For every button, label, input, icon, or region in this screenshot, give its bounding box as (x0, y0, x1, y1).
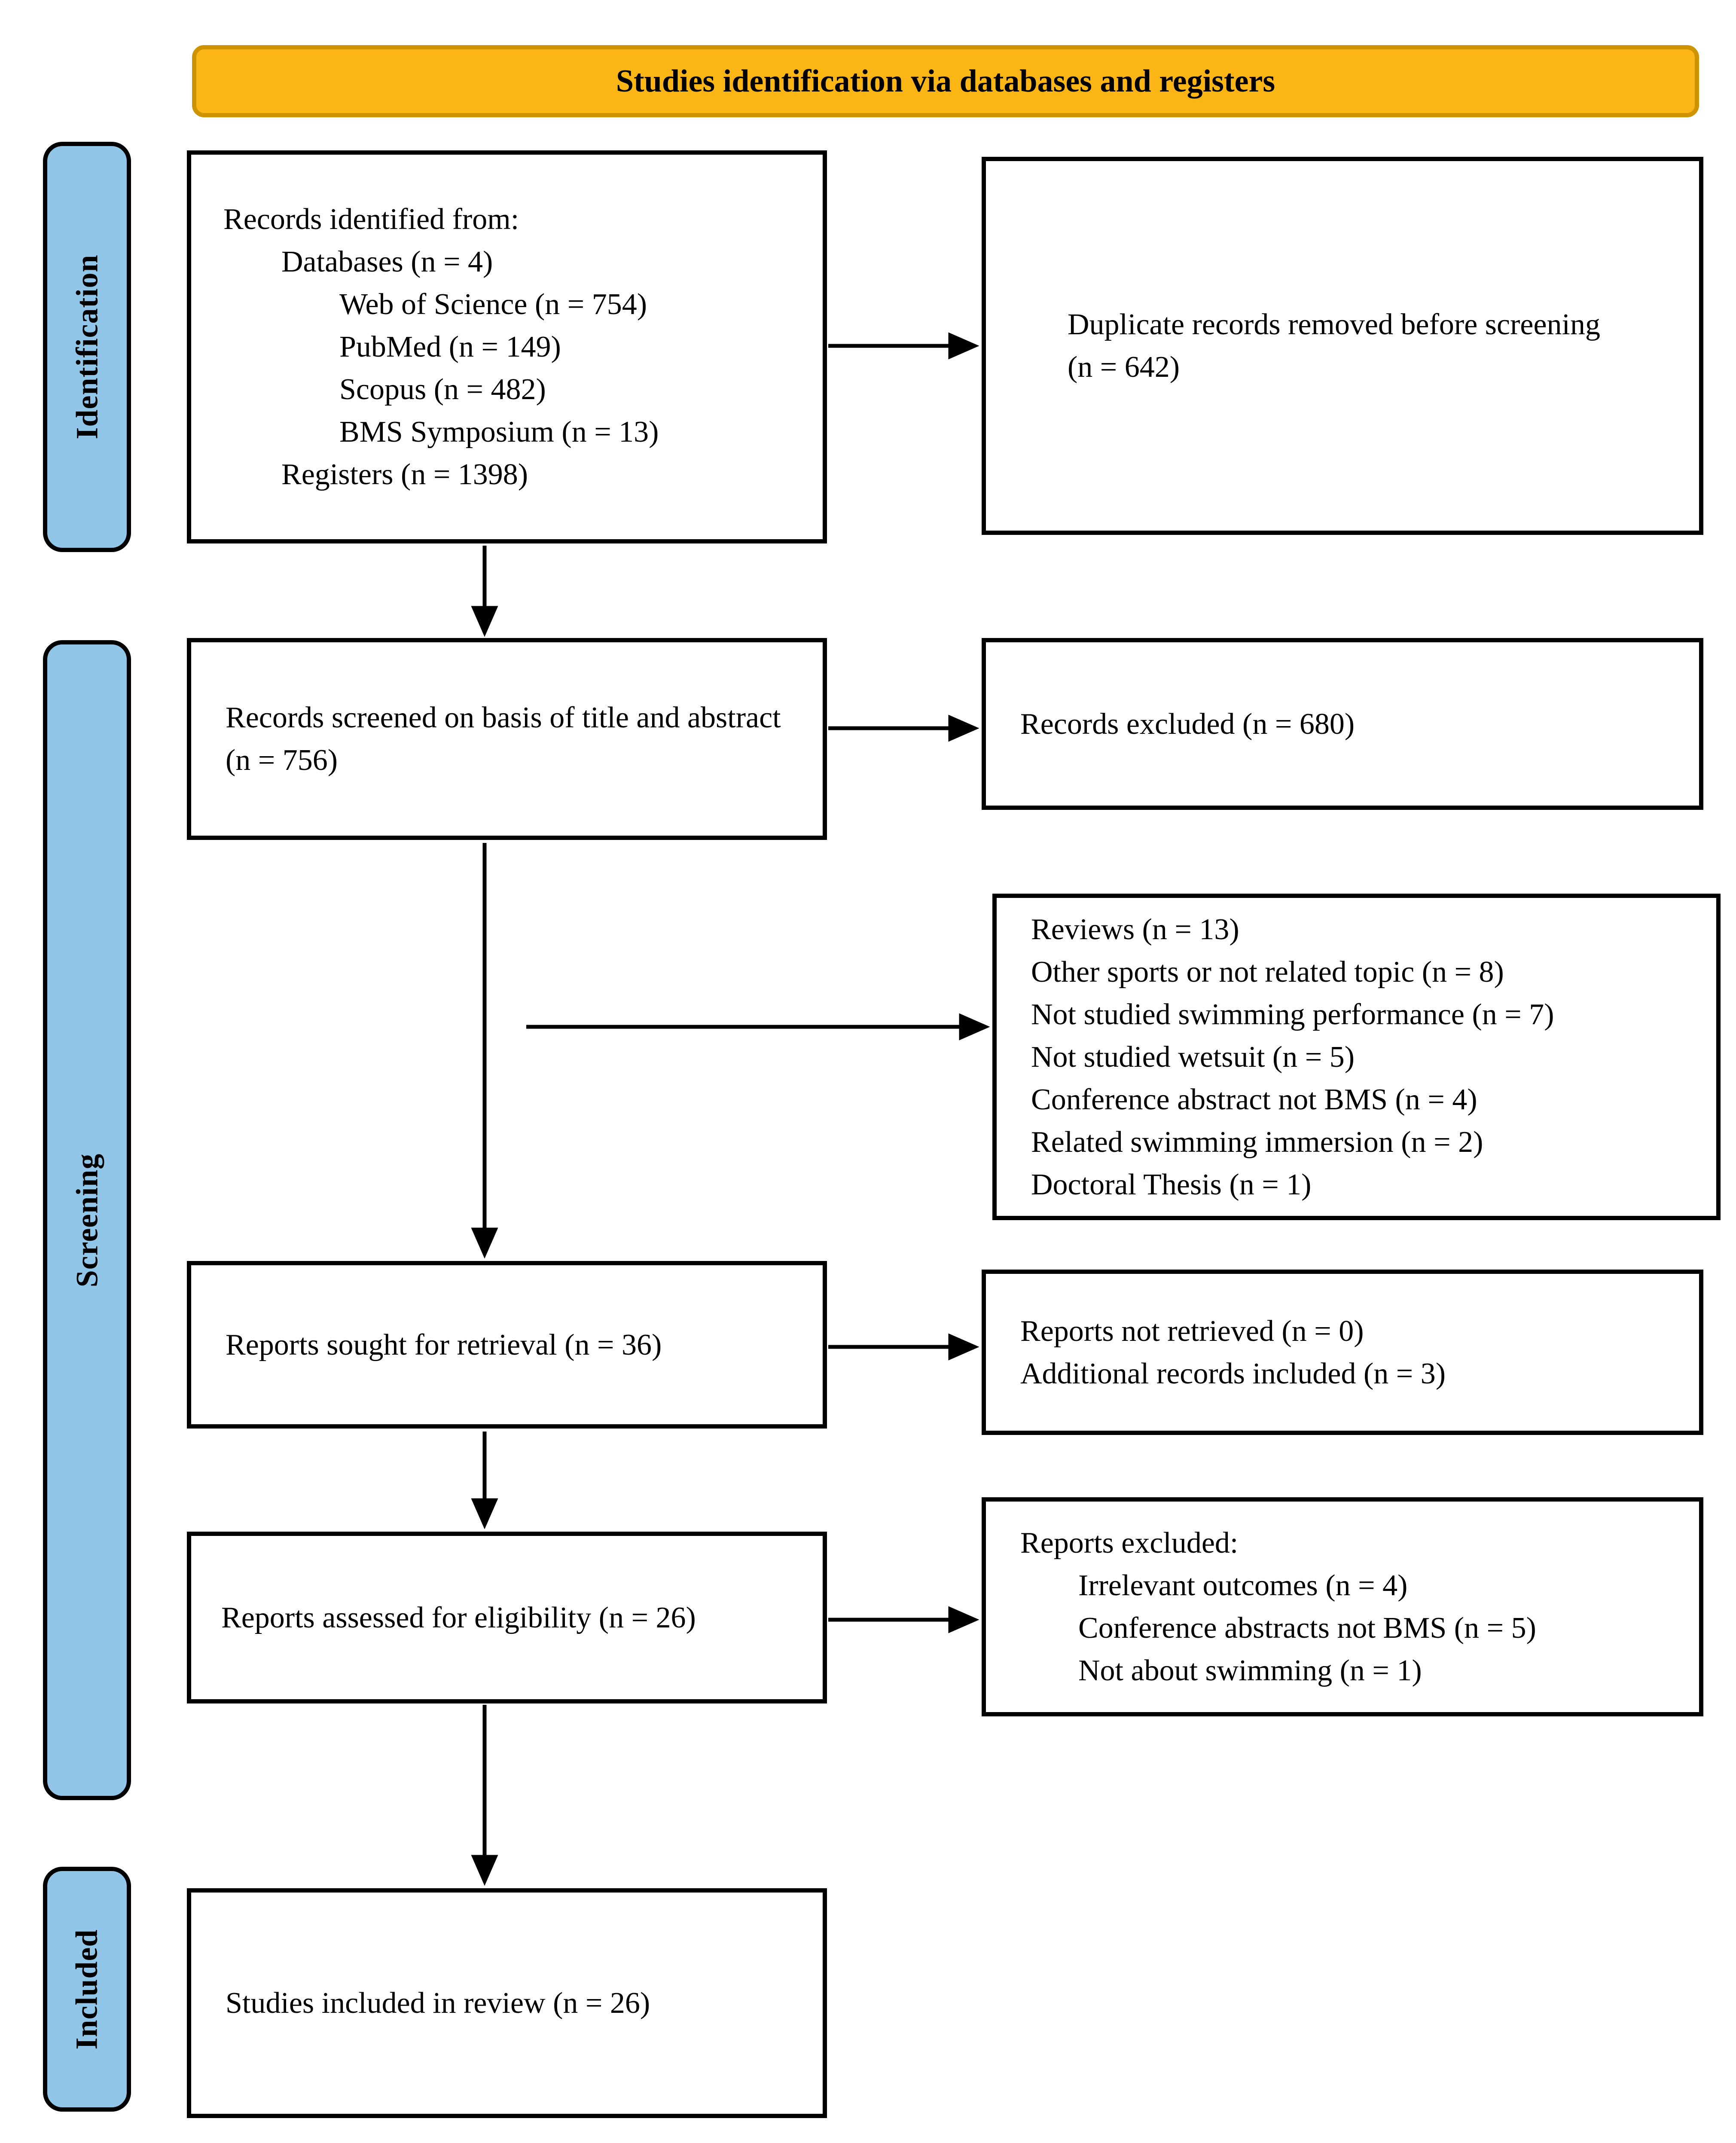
diagram-title: Studies identification via databases and… (616, 63, 1275, 99)
reports-excluded-not-swimming: Not about swimming (n = 1) (1078, 1654, 1422, 1687)
title-banner: Studies identification via databases and… (192, 45, 1699, 117)
stage-band-identification: Identification (43, 142, 131, 552)
studies-included-text: Studies included in review (n = 26) (226, 1987, 650, 2020)
reason-other-sports: Other sports or not related topic (n = 8… (1031, 955, 1504, 989)
records-identified-databases: Databases (n = 4) (281, 245, 493, 278)
box-records-screened: Records screened on basis of title and a… (187, 638, 827, 840)
records-identified-pubmed: PubMed (n = 149) (339, 330, 561, 363)
box-reports-sought: Reports sought for retrieval (n = 36) (187, 1261, 827, 1429)
additional-records-text: Additional records included (n = 3) (1020, 1357, 1446, 1390)
reports-sought-text: Reports sought for retrieval (n = 36) (226, 1328, 662, 1362)
box-reports-excluded: Reports excluded: Irrelevant outcomes (n… (982, 1497, 1703, 1716)
box-reports-assessed: Reports assessed for eligibility (n = 26… (187, 1532, 827, 1703)
box-records-excluded: Records excluded (n = 680) (982, 638, 1703, 810)
box-studies-included: Studies included in review (n = 26) (187, 1888, 827, 2118)
stage-label-included: Included (70, 1929, 104, 2050)
reason-swimming-immersion: Related swimming immersion (n = 2) (1031, 1125, 1483, 1159)
reports-excluded-conference: Conference abstracts not BMS (n = 5) (1078, 1612, 1536, 1645)
records-identified-heading: Records identified from: (223, 203, 519, 236)
box-reports-not-retrieved: Reports not retrieved (n = 0) Additional… (982, 1270, 1703, 1435)
records-identified-registers: Registers (n = 1398) (281, 458, 528, 491)
reports-excluded-heading: Reports excluded: (1020, 1526, 1239, 1560)
stage-band-included: Included (43, 1867, 131, 2112)
reason-not-wetsuit: Not studied wetsuit (n = 5) (1031, 1040, 1355, 1074)
stage-label-identification: Identification (70, 254, 104, 440)
records-identified-wos: Web of Science (n = 754) (339, 288, 647, 321)
records-excluded-text: Records excluded (n = 680) (1020, 707, 1355, 741)
stage-band-screening: Screening (43, 640, 131, 1800)
records-identified-scopus: Scopus (n = 482) (339, 373, 546, 406)
box-exclusion-reasons: Reviews (n = 13) Other sports or not rel… (992, 894, 1721, 1220)
reason-conference-abstract: Conference abstract not BMS (n = 4) (1031, 1083, 1477, 1116)
reports-assessed-text: Reports assessed for eligibility (n = 26… (221, 1601, 696, 1634)
reason-doctoral-thesis: Doctoral Thesis (n = 1) (1031, 1168, 1312, 1201)
reason-not-performance: Not studied swimming performance (n = 7) (1031, 998, 1554, 1031)
records-screened-text: Records screened on basis of title and a… (226, 701, 781, 777)
reports-excluded-irrelevant: Irrelevant outcomes (n = 4) (1078, 1569, 1408, 1602)
duplicates-removed-text: Duplicate records removed before screeni… (1068, 308, 1600, 384)
reports-not-retrieved-text: Reports not retrieved (n = 0) (1020, 1314, 1364, 1348)
stage-label-screening: Screening (70, 1153, 104, 1287)
records-identified-bms: BMS Symposium (n = 13) (339, 415, 659, 449)
reason-reviews: Reviews (n = 13) (1031, 913, 1239, 946)
box-records-identified: Records identified from: Databases (n = … (187, 150, 827, 543)
box-duplicates-removed: Duplicate records removed before screeni… (982, 157, 1703, 535)
